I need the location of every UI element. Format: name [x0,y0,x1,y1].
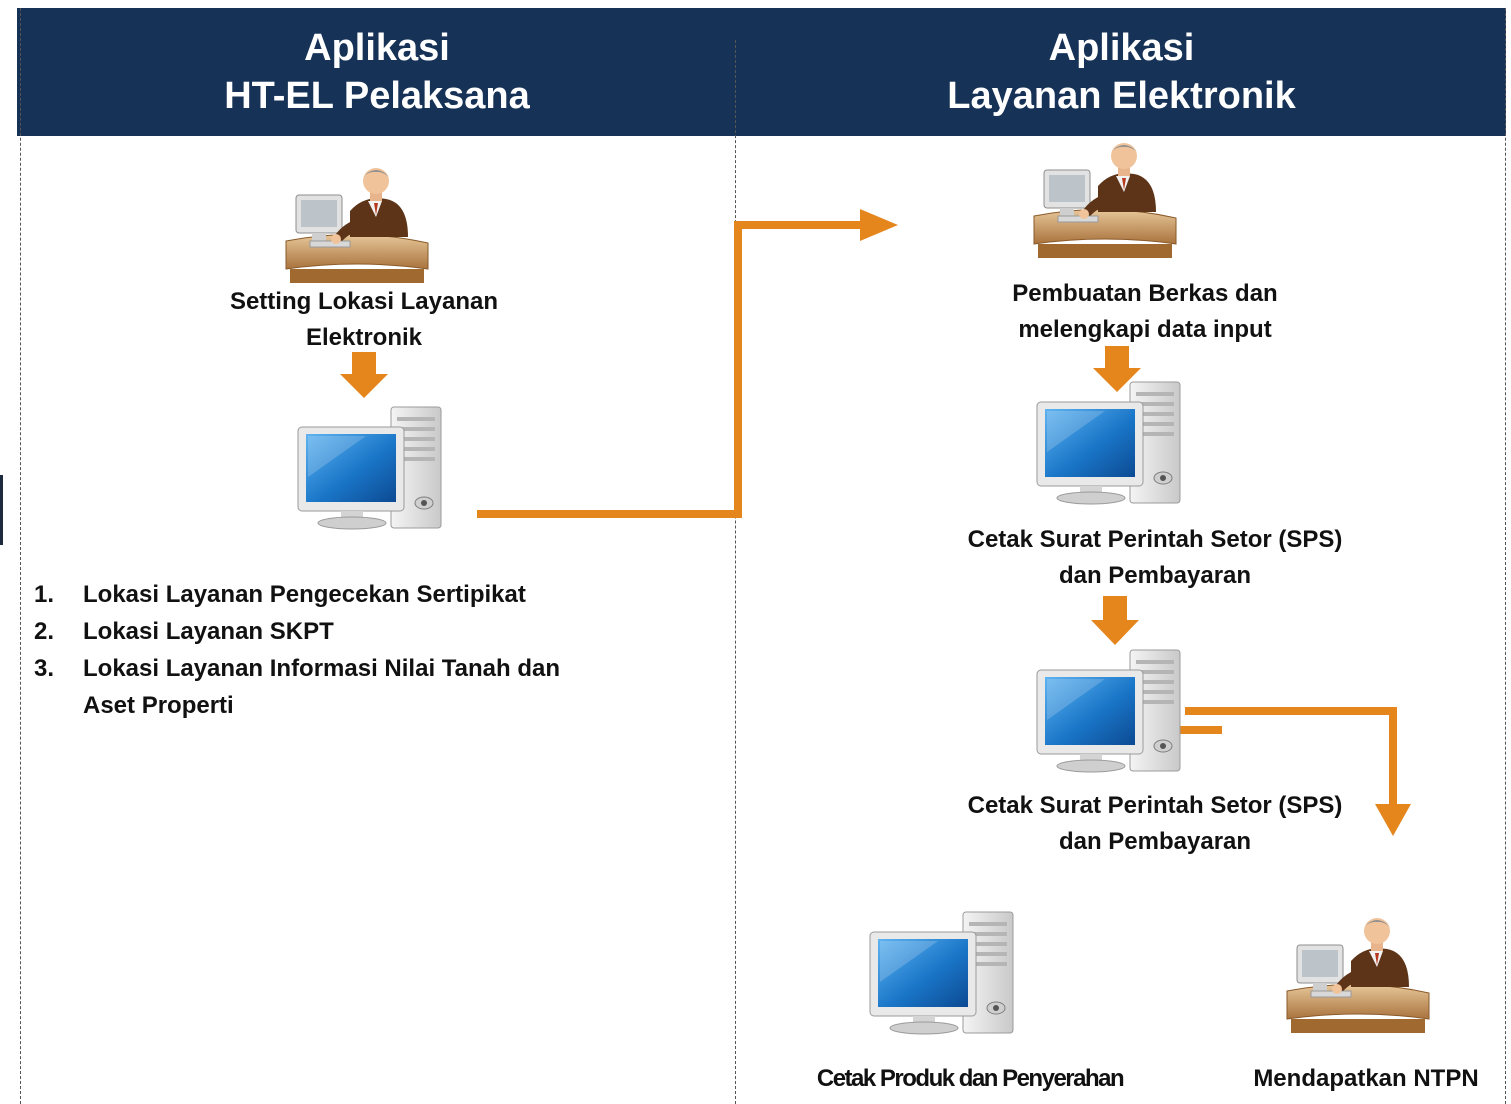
caption-setting-line1: Setting Lokasi Layanan [229,288,499,315]
lane-divider [735,40,736,1104]
caption-cetak-sps-2: Cetak Surat Perintah Setor (SPS) dan Pem… [930,788,1380,860]
caption-cetak-sps-2-line2: dan Pembayaran [1058,828,1252,855]
caption-ntpn-line1: Mendapatkan NTPN [1253,1065,1479,1092]
lane-title-left-line2: HT-EL Pelaksana [224,75,530,117]
list-item-number: 2. [34,618,55,645]
list-item-number: 1. [34,581,55,608]
list-item: 2. Lokasi Layanan SKPT [34,613,724,650]
arrowhead-to-layanan [860,209,898,241]
down-arrow-left-1 [340,352,388,398]
lane-title-ht-el-pelaksana: Aplikasi HT-EL Pelaksana [17,8,737,136]
operator-icon [1030,140,1180,265]
caption-cetak-produk: Cetak Produk dan Penyerahan [770,1061,1170,1097]
list-item-text-continued: Aset Properti [83,692,234,719]
caption-pembuatan-line1: Pembuatan Berkas dan [1012,280,1278,307]
caption-cetak-sps-1-line2: dan Pembayaran [1058,562,1252,589]
caption-cetak-sps-1-line1: Cetak Surat Perintah Setor (SPS) [967,526,1343,553]
computer-icon [1035,648,1185,773]
caption-mendapatkan-ntpn: Mendapatkan NTPN [1226,1061,1506,1097]
list-item-text: Lokasi Layanan Informasi Nilai Tanah dan [83,655,561,682]
lane-border-left [20,8,21,1104]
caption-pembuatan-line2: melengkapi data input [1018,316,1272,343]
caption-setting-line2: Elektronik [305,324,423,351]
list-item-text: Lokasi Layanan Pengecekan Sertipikat [83,581,526,608]
down-arrow-right-1 [1093,346,1141,392]
computer-icon [868,910,1018,1035]
connector-to-layanan [477,221,862,518]
list-item-number: 3. [34,655,55,682]
connector-to-ntpn [1185,707,1397,806]
caption-cetak-produk-line1: Cetak Produk dan Penyerahan [816,1065,1125,1092]
computer-icon [296,405,446,530]
lane-title-right-line1: Aplikasi [1048,27,1195,69]
computer-icon [1035,380,1185,505]
down-arrow-right-2 [1091,596,1139,645]
caption-cetak-sps-2-line1: Cetak Surat Perintah Setor (SPS) [967,792,1343,819]
caption-pembuatan-berkas: Pembuatan Berkas dan melengkapi data inp… [945,276,1345,348]
header-bar: Aplikasi HT-EL Pelaksana Aplikasi Layana… [17,8,1506,136]
lokasi-list: 1. Lokasi Layanan Pengecekan Sertipikat … [34,576,724,724]
lane-border-right [1505,8,1506,1104]
caption-cetak-sps-1: Cetak Surat Perintah Setor (SPS) dan Pem… [930,522,1380,594]
arrowhead-to-ntpn [1375,804,1411,836]
operator-icon [1283,915,1433,1040]
lane-title-left-line1: Aplikasi [304,27,450,69]
caption-setting-lokasi: Setting Lokasi Layanan Elektronik [164,284,564,356]
left-edge-marker [0,475,3,545]
operator-icon [282,165,432,290]
list-item-text: Lokasi Layanan SKPT [83,618,334,645]
lane-title-right-line2: Layanan Elektronik [947,75,1296,117]
list-item: 3. Lokasi Layanan Informasi Nilai Tanah … [34,650,724,724]
lane-title-layanan-elektronik: Aplikasi Layanan Elektronik [737,8,1506,136]
list-item: 1. Lokasi Layanan Pengecekan Sertipikat [34,576,724,613]
